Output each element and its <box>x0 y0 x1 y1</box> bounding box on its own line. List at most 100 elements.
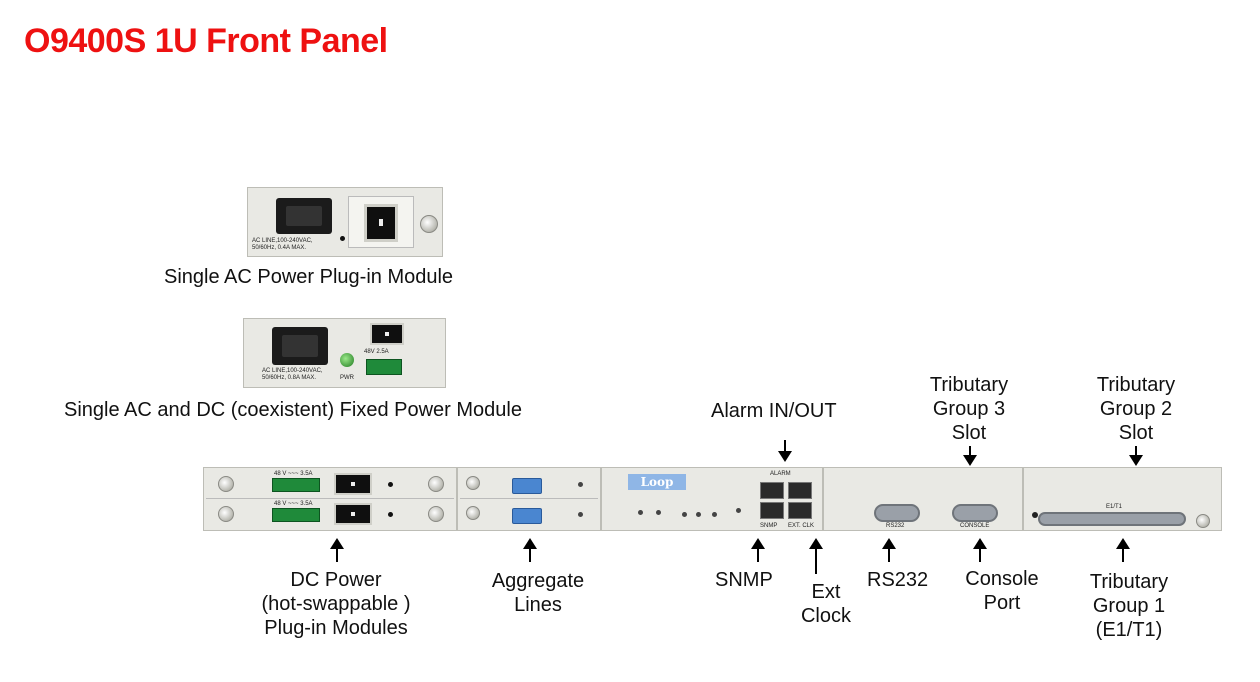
agg-upper-led <box>578 482 583 487</box>
chassis-front-panel: 48 V ~~~ 3.5A 48 V ~~~ 3.5A Loop ALARM S… <box>203 467 1222 531</box>
console-port <box>952 504 998 522</box>
rs232-port <box>874 504 920 522</box>
pwr-led <box>340 353 354 367</box>
arrow-snmp <box>751 538 765 562</box>
label-snmp: SNMP <box>715 569 773 591</box>
e1t1-print: E1/T1 <box>1106 504 1123 510</box>
dc-upper-screw-left <box>218 476 234 492</box>
snmp-print: SNMP <box>760 523 778 529</box>
label-trib1-line: Group 1 <box>1092 595 1166 617</box>
slot-divider <box>822 468 824 530</box>
loop-logo: Loop <box>628 474 686 490</box>
label-ext-clock-line: Ext <box>811 581 841 603</box>
label-console-line: Console <box>965 568 1039 590</box>
dc-lower-terminal <box>272 508 320 522</box>
pwr-label: PWR <box>340 375 354 381</box>
label-rs232: RS232 <box>867 569 929 591</box>
label-aggregate: Aggregate Lines <box>473 569 603 617</box>
label-trib1-line: Tributary <box>1089 571 1169 593</box>
ground-screw <box>1196 514 1210 528</box>
label-trib2-line: Tributary <box>1096 374 1176 396</box>
slot-divider <box>600 468 602 530</box>
ac-inlet <box>272 327 328 365</box>
ac-plugin-module-image: AC LINE,100-240VAC, 50/60Hz, 0.4A MAX. <box>247 187 443 257</box>
aggregate-sfp-2 <box>512 508 542 524</box>
rs232-print: RS232 <box>886 523 905 529</box>
status-led-1 <box>638 510 643 515</box>
label-dc-power-line: (hot-swappable ) <box>261 593 411 615</box>
status-led-5 <box>712 512 717 517</box>
label-dc-power-line: DC Power <box>290 569 382 591</box>
aggregate-module-upper <box>460 470 598 499</box>
dc-terminal-block <box>366 359 402 375</box>
label-trib3-line: Tributary <box>929 374 1009 396</box>
status-led-2 <box>656 510 661 515</box>
arrow-ext-clock <box>809 538 823 574</box>
label-trib2-line: Group 2 <box>1099 398 1173 420</box>
dc-lower-screw-left <box>218 506 234 522</box>
label-trib2-line: Slot <box>1118 422 1154 444</box>
label-trib1-line: (E1/T1) <box>1095 619 1163 641</box>
trib3-led <box>1032 512 1038 518</box>
console-print: CONSOLE <box>960 523 990 529</box>
label-aggregate-line: Aggregate <box>491 570 585 592</box>
label-trib3-line: Group 3 <box>932 398 1006 420</box>
slot-divider <box>1022 468 1024 530</box>
ac-plugin-rating-line2: 50/60Hz, 0.4A MAX. <box>252 245 307 251</box>
label-trib3: Tributary Group 3 Slot <box>913 373 1025 445</box>
arrow-alarm <box>778 440 792 462</box>
agg-lower-led <box>578 512 583 517</box>
dc-upper-led <box>388 482 393 487</box>
status-led-3 <box>682 512 687 517</box>
status-led-4 <box>696 512 701 517</box>
dc-module-lower: 48 V ~~~ 3.5A <box>206 500 454 528</box>
ac-plugin-caption: Single AC Power Plug-in Module <box>164 266 454 288</box>
e1t1-connector <box>1038 512 1186 526</box>
label-trib1: Tributary Group 1 (E1/T1) <box>1074 570 1184 642</box>
slot-divider <box>456 468 458 530</box>
arrow-console <box>973 538 987 562</box>
dc-lower-screw-right <box>428 506 444 522</box>
dc-lower-rating: 48 V ~~~ 3.5A <box>274 501 313 507</box>
label-console-line: Port <box>983 592 1021 614</box>
ext-clk-print: EXT. CLK <box>788 523 815 529</box>
ac-plugin-screw-right <box>420 215 438 233</box>
ac-plugin-indicator <box>340 236 345 241</box>
arrow-dc-power <box>330 538 344 562</box>
agg-lower-screw <box>466 506 480 520</box>
aggregate-module-lower <box>460 500 598 528</box>
label-trib2: Tributary Group 2 Slot <box>1080 373 1192 445</box>
ac-dc-rating-line2: 50/60Hz, 0.8A MAX. <box>262 375 317 381</box>
arrow-trib3 <box>963 446 977 466</box>
dc-module-upper: 48 V ~~~ 3.5A <box>206 470 454 499</box>
arrow-rs232 <box>882 538 896 562</box>
dc-upper-screw-right <box>428 476 444 492</box>
label-ext-clock: Ext Clock <box>792 580 860 628</box>
dc-rating: 48V 2.5A <box>364 349 389 355</box>
ac-dc-rating-line1: AC LINE,100-240VAC, <box>262 368 323 374</box>
label-ext-clock-line: Clock <box>800 605 851 627</box>
aggregate-sfp-1 <box>512 478 542 494</box>
arrow-trib1 <box>1116 538 1130 562</box>
label-dc-power-line: Plug-in Modules <box>264 617 408 639</box>
dc-lower-led <box>388 512 393 517</box>
dc-upper-terminal <box>272 478 320 492</box>
status-led-6 <box>736 508 741 513</box>
ac-dc-fixed-module-image: AC LINE,100-240VAC, 50/60Hz, 0.8A MAX. P… <box>243 318 446 388</box>
label-dc-power: DC Power (hot-swappable ) Plug-in Module… <box>241 568 431 640</box>
label-console: Console Port <box>952 567 1052 615</box>
label-trib3-line: Slot <box>951 422 987 444</box>
agg-upper-screw <box>466 476 480 490</box>
label-aggregate-line: Lines <box>514 594 562 616</box>
dc-lower-switch <box>334 503 372 525</box>
ext-clk-port <box>788 502 812 519</box>
dc-upper-switch <box>334 473 372 495</box>
power-switch <box>370 323 404 345</box>
ac-inlet <box>276 198 332 234</box>
alarm-in-port <box>760 482 784 499</box>
alarm-out-port <box>788 482 812 499</box>
ac-dc-fixed-caption: Single AC and DC (coexistent) Fixed Powe… <box>64 399 522 421</box>
alarm-print: ALARM <box>770 471 791 477</box>
power-switch <box>364 204 398 242</box>
arrow-aggregate <box>523 538 537 562</box>
